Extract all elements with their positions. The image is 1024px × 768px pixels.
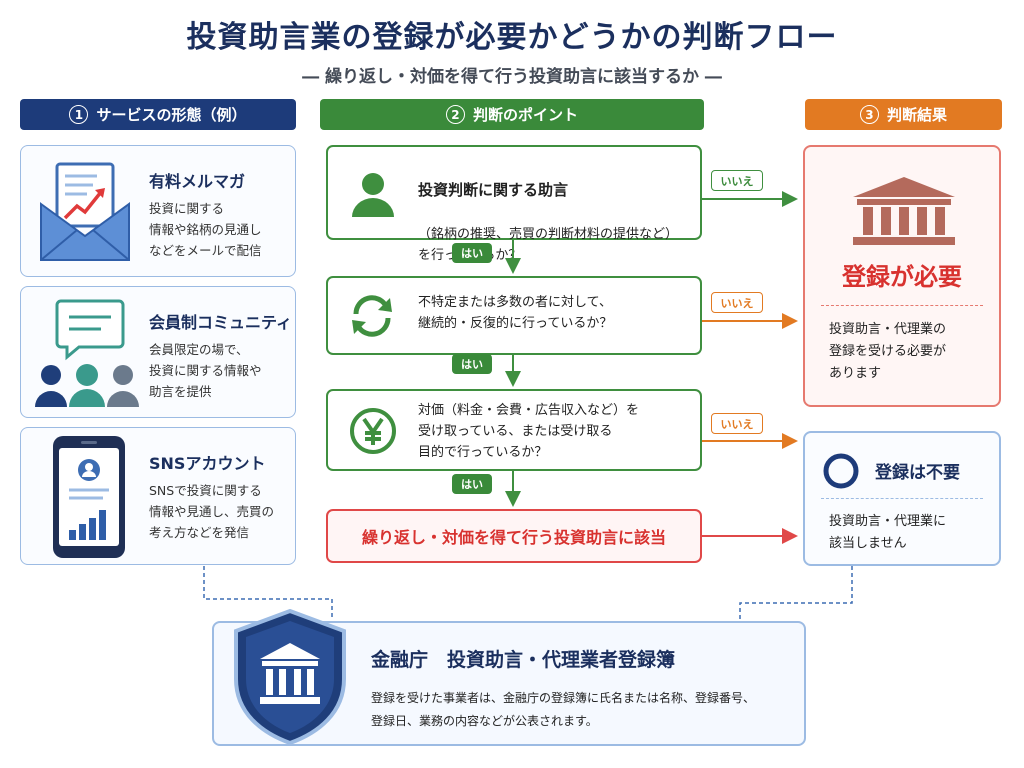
- column-header-points: 2 判断のポイント: [320, 99, 704, 130]
- service-card-community: 会員制コミュニティ 会員限定の場で、 投資に関する情報や 助言を提供: [20, 286, 296, 418]
- conclusion-box: 繰り返し・対価を得て行う投資助言に該当: [326, 509, 702, 563]
- circle-icon: [823, 453, 859, 489]
- column-label: サービスの形態（例）: [96, 106, 247, 124]
- repeat-arrows-icon: [352, 295, 392, 337]
- service-description: SNSで投資に関する 情報や見通し、売買の 考え方などを発信: [149, 483, 275, 540]
- result-registration-not-required: 登録は不要 投資助言・代理業に 該当しません: [803, 431, 1001, 566]
- page-title: 投資助言業の登録が必要かどうかの判断フロー: [186, 20, 838, 55]
- service-description: 会員限定の場で、 投資に関する情報や 助言を提供: [149, 342, 262, 399]
- service-description: 投資に関する 情報や銘柄の見通し などをメールで配信: [149, 201, 262, 258]
- person-icon: [352, 173, 394, 217]
- column-number: 1: [69, 105, 89, 124]
- decision-step-advice: 投資判断に関する助言 （銘柄の推奨、売買の判断材料の提供など） を行っているか？: [326, 145, 702, 263]
- service-card-newsletter: 有料メルマガ 投資に関する 情報や銘柄の見通し などをメールで配信: [20, 145, 296, 277]
- result-title: 登録が必要: [842, 263, 962, 291]
- service-title: SNSアカウント: [149, 454, 266, 473]
- service-title: 有料メルマガ: [149, 172, 246, 191]
- dashed-connector: [739, 566, 853, 619]
- service-title: 会員制コミュニティ: [149, 313, 293, 332]
- divider: [821, 305, 983, 306]
- decision-step-compensation: 対価（料金・会費・広告収入など）を 受け取っている、または受け取る 目的で行って…: [326, 389, 702, 471]
- divider: [821, 498, 983, 499]
- no-label: いいえ: [711, 292, 763, 313]
- envelope-chart-icon: [40, 162, 130, 261]
- result-title: 登録は不要: [875, 463, 960, 483]
- page-subtitle: ― 繰り返し・対価を得て行う投資助言に該当するか ―: [302, 67, 722, 87]
- yes-label: はい: [452, 243, 492, 263]
- result-registration-required: 登録が必要 投資助言・代理業の 登録を受ける必要が あります: [803, 145, 1001, 407]
- yes-label: はい: [452, 474, 492, 494]
- column-header-services: 1 サービスの形態（例）: [20, 99, 296, 130]
- column-label: 判断のポイント: [472, 106, 578, 124]
- result-description: 投資助言・代理業に 該当しません: [829, 514, 947, 551]
- bank-building-icon: [853, 177, 955, 245]
- no-label: いいえ: [711, 170, 763, 191]
- step-text: 投資判断に関する助言 （銘柄の推奨、売買の判断材料の提供など） を行っているか？: [418, 159, 690, 266]
- fsa-registry-box: 金融庁 投資助言・代理業者登録簿 登録を受けた事業者は、金融庁の登録簿に氏名また…: [212, 609, 806, 746]
- step-detail: 対価（料金・会費・広告収入など）を 受け取っている、または受け取る 目的で行って…: [418, 403, 640, 460]
- result-description: 投資助言・代理業の 登録を受ける必要が あります: [829, 322, 947, 381]
- smartphone-icon: [53, 436, 125, 558]
- column-label: 判断結果: [886, 106, 947, 124]
- step-heading: 投資判断に関する助言: [418, 181, 569, 199]
- column-number: 3: [859, 105, 879, 124]
- decision-step-repetition: 不特定または多数の者に対して、 継続的・反復的に行っているか？: [326, 276, 702, 355]
- step-detail: （銘柄の推奨、売買の判断材料の提供など） を行っているか？: [418, 227, 679, 263]
- service-card-sns: SNSアカウント SNSで投資に関する 情報や見通し、売買の 考え方などを発信: [20, 427, 296, 565]
- step-detail: 不特定または多数の者に対して、 継続的・反復的に行っているか？: [418, 295, 613, 331]
- registry-title: 金融庁 投資助言・代理業者登録簿: [371, 649, 676, 671]
- column-number: 2: [445, 105, 465, 124]
- yen-icon: [350, 408, 396, 454]
- no-label: いいえ: [711, 413, 763, 434]
- column-header-results: 3 判断結果: [805, 99, 1002, 130]
- registry-description: 登録を受けた事業者は、金融庁の登録簿に氏名または名称、登録番号、 登録日、業務の…: [371, 691, 756, 728]
- shield-bank-icon: [234, 609, 346, 745]
- yes-label: はい: [452, 354, 492, 374]
- community-chat-icon: [35, 299, 139, 407]
